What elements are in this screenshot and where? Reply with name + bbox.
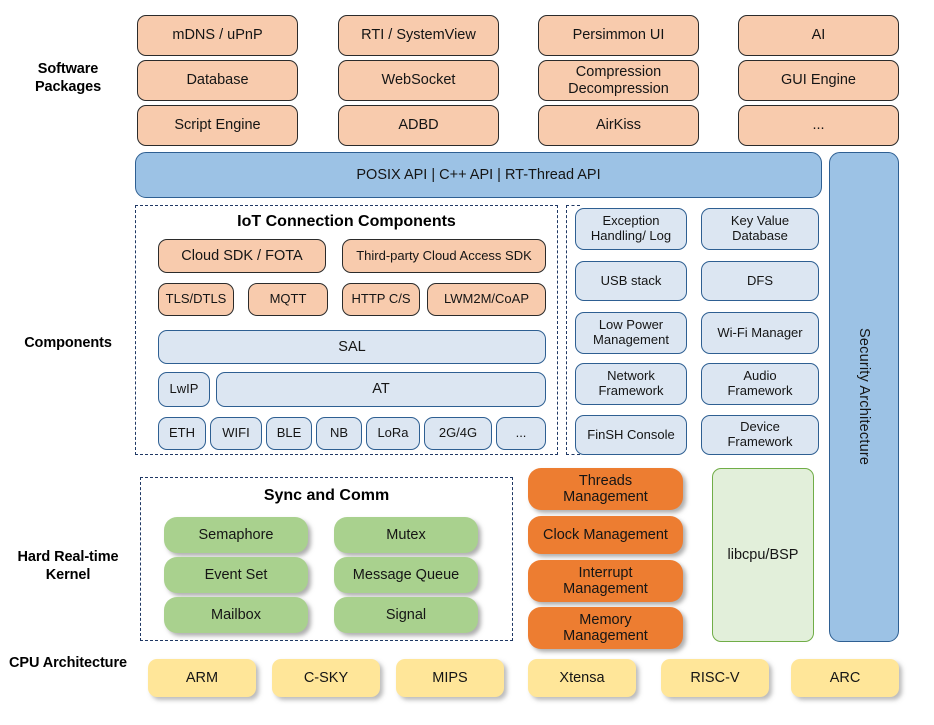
package-box[interactable]: Compression Decompression <box>538 60 699 101</box>
row-label-cpu-architecture: CPU Architecture <box>9 655 127 671</box>
component-box[interactable]: Exception Handling/ Log <box>575 208 687 250</box>
component-box[interactable]: Audio Framework <box>701 363 819 405</box>
iot-protocol-box[interactable]: HTTP C/S <box>342 283 420 316</box>
sync-and-comm-title: Sync and Comm <box>263 487 390 504</box>
component-box[interactable]: Device Framework <box>701 415 819 455</box>
iot-connection-title: IoT Connection Components <box>237 213 456 230</box>
kernel-management-box[interactable]: Interrupt Management <box>528 560 683 602</box>
package-box[interactable]: Script Engine <box>137 105 298 146</box>
row-label-components: Components <box>24 335 112 351</box>
cpu-arch-box[interactable]: MIPS <box>396 659 504 697</box>
iot-link-box[interactable]: 2G/4G <box>424 417 492 450</box>
kernel-sync-box[interactable]: Event Set <box>164 557 308 593</box>
component-box[interactable]: Key Value Database <box>701 208 819 250</box>
cpu-arch-box[interactable]: ARC <box>791 659 899 697</box>
iot-link-box[interactable]: WIFI <box>210 417 262 450</box>
component-box[interactable]: FinSH Console <box>575 415 687 455</box>
component-box[interactable]: Wi-Fi Manager <box>701 312 819 354</box>
kernel-management-box[interactable]: Threads Management <box>528 468 683 510</box>
kernel-sync-box[interactable]: Mutex <box>334 517 478 553</box>
security-architecture-bar[interactable]: Security Architecture <box>829 152 899 642</box>
package-box[interactable]: AirKiss <box>538 105 699 146</box>
iot-link-box[interactable]: NB <box>316 417 362 450</box>
iot-at-box[interactable]: AT <box>216 372 546 407</box>
iot-link-box[interactable]: ETH <box>158 417 206 450</box>
component-box[interactable]: Low Power Management <box>575 312 687 354</box>
api-bar[interactable]: POSIX API | C++ API | RT-Thread API <box>135 152 822 198</box>
components-right-frame-edges <box>566 205 580 455</box>
components-right-frame <box>566 205 819 455</box>
package-box[interactable]: Database <box>137 60 298 101</box>
kernel-sync-box[interactable]: Semaphore <box>164 517 308 553</box>
component-box[interactable]: USB stack <box>575 261 687 301</box>
kernel-sync-box[interactable]: Mailbox <box>164 597 308 633</box>
package-box[interactable]: AI <box>738 15 899 56</box>
row-label-software-packages: Software Packages <box>34 61 102 96</box>
component-box[interactable]: Network Framework <box>575 363 687 405</box>
kernel-management-box[interactable]: Memory Management <box>528 607 683 649</box>
iot-protocol-box[interactable]: MQTT <box>248 283 328 316</box>
package-box[interactable]: RTI / SystemView <box>338 15 499 56</box>
package-box[interactable]: mDNS / uPnP <box>137 15 298 56</box>
package-box[interactable]: ADBD <box>338 105 499 146</box>
package-box[interactable]: ... <box>738 105 899 146</box>
sync-and-comm-frame <box>140 477 513 641</box>
kernel-sync-box[interactable]: Signal <box>334 597 478 633</box>
iot-connection-frame <box>135 205 558 455</box>
package-box[interactable]: Persimmon UI <box>538 15 699 56</box>
iot-protocol-box[interactable]: TLS/DTLS <box>158 283 234 316</box>
cpu-arch-box[interactable]: Xtensa <box>528 659 636 697</box>
cpu-arch-box[interactable]: ARM <box>148 659 256 697</box>
iot-protocol-box[interactable]: LWM2M/CoAP <box>427 283 546 316</box>
iot-sal-box[interactable]: SAL <box>158 330 546 364</box>
cpu-arch-box[interactable]: C-SKY <box>272 659 380 697</box>
kernel-management-box[interactable]: Clock Management <box>528 516 683 554</box>
package-box[interactable]: WebSocket <box>338 60 499 101</box>
iot-cloud-box[interactable]: Third-party Cloud Access SDK <box>342 239 546 273</box>
iot-cloud-box[interactable]: Cloud SDK / FOTA <box>158 239 326 273</box>
component-box[interactable]: DFS <box>701 261 819 301</box>
iot-lwip-box[interactable]: LwIP <box>158 372 210 407</box>
row-label-kernel: Hard Real-time Kernel <box>17 549 119 584</box>
libcpu-bsp-box[interactable]: libcpu/BSP <box>712 468 814 642</box>
package-box[interactable]: GUI Engine <box>738 60 899 101</box>
iot-link-box[interactable]: LoRa <box>366 417 420 450</box>
security-architecture-label: Security Architecture <box>856 328 873 466</box>
iot-link-box[interactable]: BLE <box>266 417 312 450</box>
cpu-arch-box[interactable]: RISC-V <box>661 659 769 697</box>
iot-link-box[interactable]: ... <box>496 417 546 450</box>
kernel-sync-box[interactable]: Message Queue <box>334 557 478 593</box>
